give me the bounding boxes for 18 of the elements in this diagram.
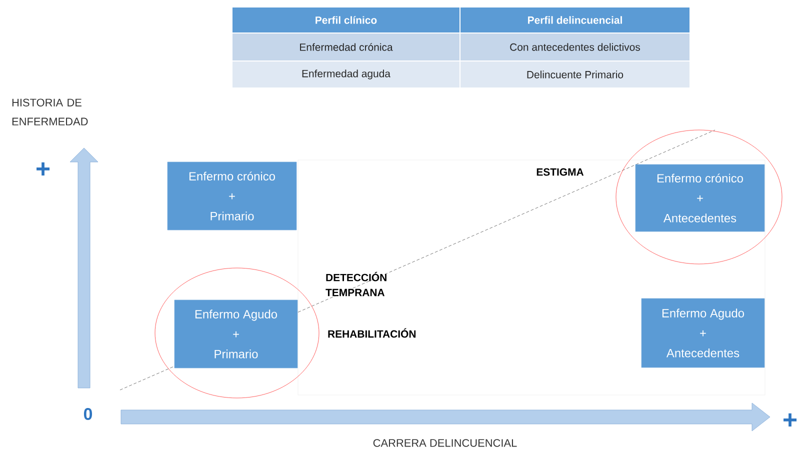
axis-origin: 0 [84,408,92,420]
category-box: Enfermo Agudo + Primario [174,300,298,368]
table-header-cell: Perfil delincuencial [460,6,690,34]
plus-sign: + [36,162,50,176]
table-cell: Enfermedad aguda [232,60,460,88]
category-box: Enfermo crónico + Primario [167,162,297,230]
table-cell: Delincuente Primario [460,60,690,88]
category-box: Enfermo crónico + Antecedentes [635,164,765,232]
plus-sign: + [784,413,797,427]
table-cell: Enfermedad crónica [232,32,460,62]
annotation-text: REHABILITACIÓN [328,328,416,338]
annotation-text: DETECCIÓN TEMPRANA [326,272,386,296]
axis-title: HISTORIA DE ENFERMEDAD [12,98,88,126]
axis-title: CARRERA DELINCUENCIAL [373,439,517,447]
category-box: Enfermo Agudo + Antecedentes [641,298,765,368]
table-header-cell: Perfil clínico [232,6,460,34]
table-cell: Con antecedentes delictivos [460,32,690,62]
annotation-text: ESTIGMA [536,168,584,176]
